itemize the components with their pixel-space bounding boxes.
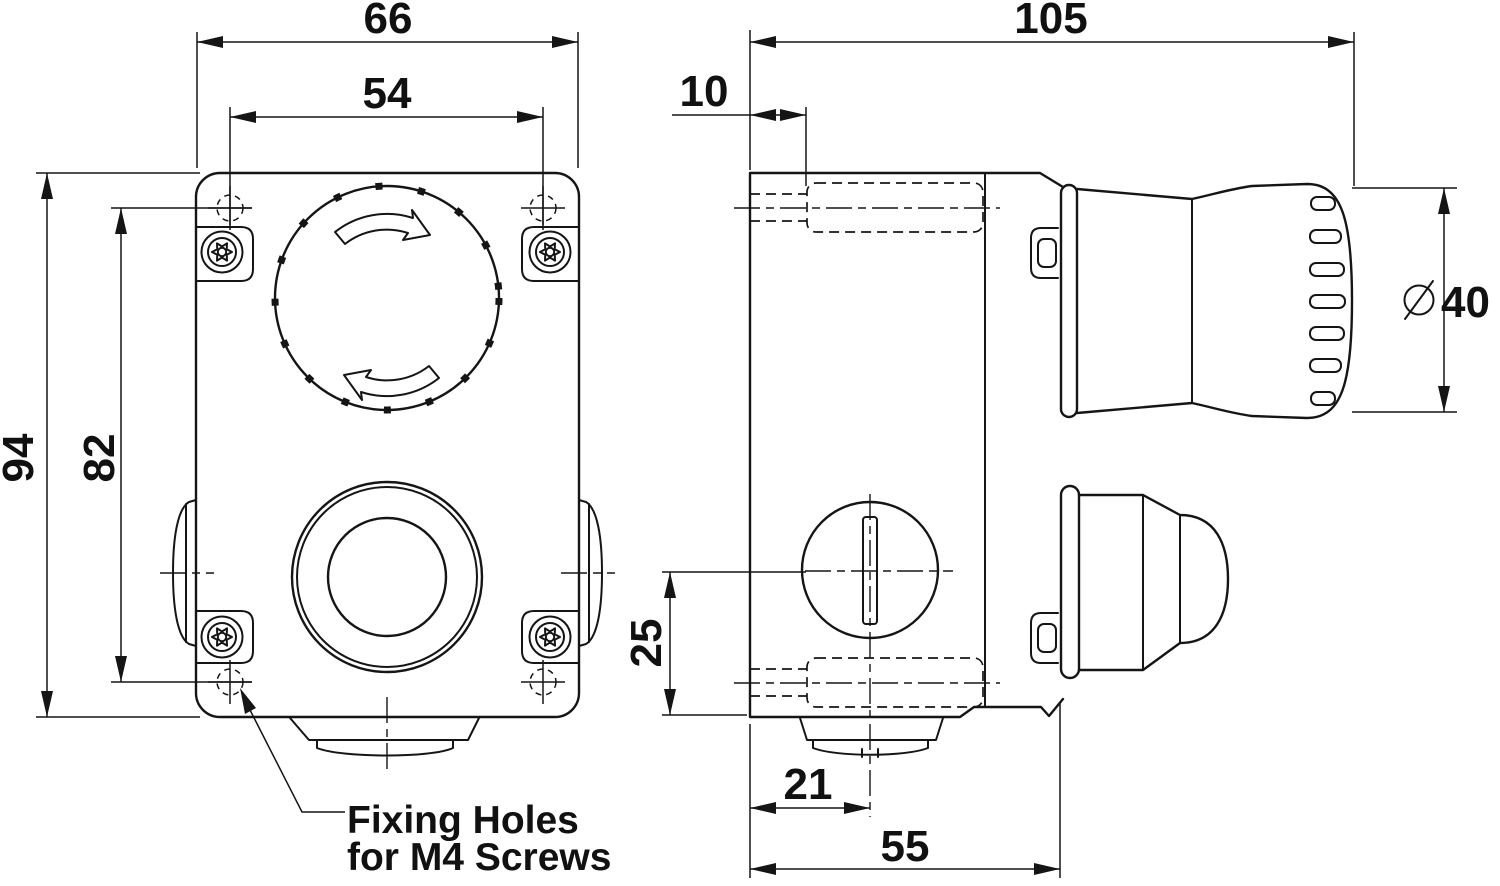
dim-height-label: 94	[0, 433, 43, 482]
dim-button-diameter-label: 40	[1441, 278, 1490, 327]
boss-top-left	[195, 226, 254, 282]
latch-top	[1030, 227, 1059, 279]
dimension-25: 25	[622, 571, 806, 716]
enclosure-side-outline	[748, 171, 1065, 719]
dim-hole-spacing-height-label: 82	[75, 434, 124, 483]
note-line-1: Fixing Holes	[347, 799, 579, 842]
dim-hole-depth-label: 10	[680, 67, 729, 116]
right-ear-flange	[561, 499, 615, 647]
dim-side-entry-offset-label: 25	[622, 619, 671, 668]
push-button-side	[1059, 484, 1230, 680]
side-view	[734, 171, 1354, 817]
fixing-holes-note: Fixing Holes for M4 Screws	[240, 688, 611, 879]
knurl-ribs	[1309, 196, 1346, 406]
boss-bottom-right	[521, 610, 580, 664]
dimension-55: 55	[750, 702, 1061, 878]
dimension-21: 21	[749, 724, 870, 878]
dimension-105: 105	[749, 0, 1355, 186]
dimension-94: 94	[0, 172, 200, 718]
dimension-dia40: 40	[1352, 187, 1490, 413]
push-button-front	[290, 480, 484, 674]
dimension-66: 66	[196, 0, 579, 168]
note-line-2: for M4 Screws	[347, 836, 611, 879]
hidden-hole-top	[734, 182, 1000, 233]
dim-hole-spacing-width-label: 54	[363, 69, 412, 118]
twist-release-arrow-top	[334, 209, 431, 245]
latch-bottom	[1030, 612, 1059, 664]
front-view	[160, 171, 615, 772]
diameter-symbol-icon	[1403, 280, 1435, 320]
dim-gland-offset-label: 21	[784, 760, 833, 809]
estop-button-front	[271, 182, 503, 414]
estop-button-side	[1059, 182, 1354, 420]
hidden-hole-bottom	[734, 657, 1000, 708]
dimension-54: 54	[229, 69, 544, 225]
boss-bottom-left	[195, 610, 254, 664]
side-entry-plug	[800, 494, 953, 817]
left-ear-flange	[160, 499, 214, 647]
dimension-10: 10	[672, 67, 807, 186]
dim-body-depth-label: 55	[881, 822, 930, 871]
boss-top-right	[521, 226, 580, 282]
twist-release-arrow-bottom	[343, 365, 440, 401]
dim-width-label: 66	[364, 0, 413, 43]
cable-gland-front	[289, 697, 480, 772]
dim-total-depth-label: 105	[1014, 0, 1087, 43]
cable-gland-side	[799, 717, 944, 758]
dimension-82: 82	[75, 207, 252, 683]
